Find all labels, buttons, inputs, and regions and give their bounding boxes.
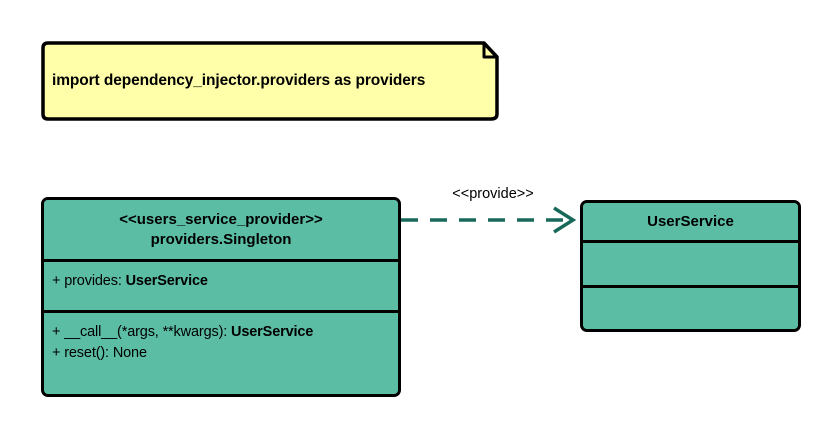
class-stereotype: <<users_service_provider>> [119, 211, 323, 229]
attribute-label: provides: [64, 273, 126, 289]
class-attributes-compartment [583, 240, 798, 285]
note-shape [41, 41, 499, 121]
class-methods-compartment [583, 285, 798, 326]
attribute-visibility: + [52, 273, 61, 289]
connector-open-arrowhead [553, 206, 577, 234]
method-visibility: + [52, 324, 61, 340]
method-label: reset(): None [64, 344, 147, 361]
class-name: UserService [647, 212, 734, 230]
class-attribute-row: + provides: UserService [52, 271, 398, 292]
class-name: providers.Singleton [150, 230, 292, 248]
class-attributes-compartment: + provides: UserService [44, 259, 398, 310]
class-title-compartment: UserService [583, 203, 798, 240]
class-method-row: + reset(): None [52, 343, 398, 364]
connector-label: <<provide>> [452, 186, 534, 202]
method-label: __call__(*args, **kwargs): [64, 324, 232, 340]
method-type: UserService [231, 324, 314, 340]
uml-class-users-service-provider[interactable]: <<users_service_provider>> providers.Sin… [41, 197, 401, 397]
attribute-type: UserService [125, 273, 208, 289]
note-text: import dependency_injector.providers as … [52, 72, 426, 89]
provide-connector [401, 206, 577, 234]
class-title-compartment: <<users_service_provider>> providers.Sin… [44, 200, 398, 259]
method-visibility: + [52, 344, 61, 361]
class-methods-compartment: + __call__(*args, **kwargs): UserService… [44, 310, 398, 391]
uml-class-user-service[interactable]: UserService [580, 200, 801, 332]
uml-note: import dependency_injector.providers as … [40, 40, 500, 122]
class-method-row: + __call__(*args, **kwargs): UserService [52, 322, 398, 343]
